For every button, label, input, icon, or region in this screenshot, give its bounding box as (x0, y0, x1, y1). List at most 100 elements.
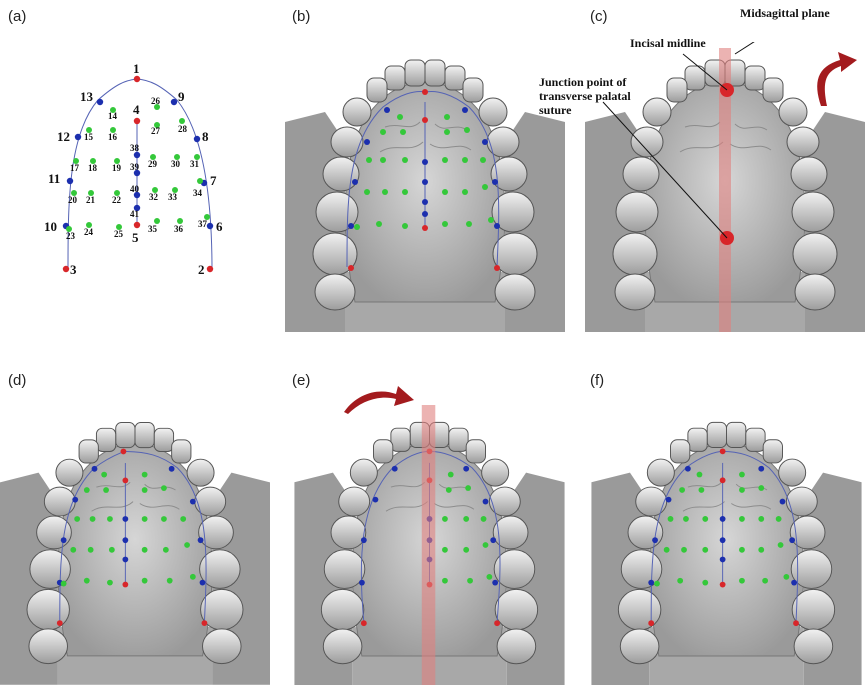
label-32: 32 (149, 192, 159, 202)
panel-label-e: (e) (292, 372, 311, 389)
landmark-23 (66, 226, 72, 232)
landmark-3 (62, 265, 70, 273)
annotation-midsagittal-plane: Midsagittal plane (740, 6, 830, 20)
landmark-29 (150, 154, 156, 160)
label-9: 9 (178, 89, 185, 104)
arch-curve (67, 78, 213, 271)
label-26: 26 (151, 96, 161, 106)
label-6: 6 (216, 219, 223, 234)
landmark-21 (88, 190, 94, 196)
panel-label-b: (b) (292, 8, 311, 25)
scan-panel-e (292, 405, 567, 685)
landmark-8 (193, 135, 201, 143)
label-25: 25 (114, 229, 124, 239)
landmark-32 (152, 187, 158, 193)
scan-panel-f (588, 405, 865, 685)
landmark-41 (133, 204, 141, 212)
landmark-26 (154, 104, 160, 110)
annotation-junction-line2: transverse palatal (539, 89, 631, 103)
label-14: 14 (108, 111, 118, 121)
label-40: 40 (130, 184, 140, 194)
landmark-11 (66, 177, 74, 185)
landmark-31 (194, 154, 200, 160)
scan-panel-c (585, 42, 865, 332)
pointer-midsagittal (734, 42, 755, 55)
landmark-28 (179, 118, 185, 124)
scan-panel-b (285, 42, 565, 332)
panel-label-c: (c) (590, 8, 608, 25)
landmark-4 (133, 117, 141, 125)
label-22: 22 (112, 195, 122, 205)
landmark-19 (114, 158, 120, 164)
label-18: 18 (88, 163, 98, 173)
label-36: 36 (174, 224, 184, 234)
label-34: 34 (193, 188, 203, 198)
label-8: 8 (202, 129, 209, 144)
landmark-9 (170, 98, 178, 106)
landmark-12 (74, 133, 82, 141)
label-23: 23 (66, 231, 76, 241)
annotation-junction-line1: Junction point of (539, 75, 627, 89)
landmark-16 (110, 127, 116, 133)
annotation-junction-line3: suture (539, 103, 572, 117)
label-35: 35 (148, 224, 158, 234)
landmark-27 (154, 122, 160, 128)
scan-panel-d (0, 405, 270, 685)
label-19: 19 (112, 163, 122, 173)
label-15: 15 (84, 132, 94, 142)
label-5: 5 (132, 230, 139, 245)
annotation-incisal-midline: Incisal midline (630, 36, 706, 50)
pointer-incisal (682, 53, 728, 91)
label-27: 27 (151, 126, 161, 136)
label-12: 12 (57, 129, 70, 144)
landmarks-b (348, 89, 500, 271)
label-39: 39 (130, 162, 140, 172)
label-1: 1 (133, 61, 140, 76)
label-20: 20 (68, 195, 78, 205)
landmark-35 (154, 218, 160, 224)
panel-label-a: (a) (8, 8, 27, 25)
landmark-schematic: 1 13 9 12 8 11 7 10 6 3 2 4 5 38 39 40 4… (44, 61, 223, 277)
label-2: 2 (198, 262, 205, 277)
landmark-25 (116, 224, 122, 230)
landmark-38 (133, 151, 141, 159)
landmark-13 (96, 98, 104, 106)
label-33: 33 (168, 192, 178, 202)
label-24: 24 (84, 227, 94, 237)
label-37: 37 (198, 219, 208, 229)
label-4: 4 (133, 102, 140, 117)
landmark-34 (197, 178, 203, 184)
landmark-33 (172, 187, 178, 193)
label-11: 11 (48, 171, 60, 186)
landmark-36 (177, 218, 183, 224)
label-30: 30 (171, 159, 181, 169)
label-29: 29 (148, 159, 158, 169)
rotate-arrow-e-icon (344, 386, 414, 414)
label-31: 31 (190, 159, 200, 169)
midsagittal-plane-c (719, 48, 731, 332)
label-16: 16 (108, 132, 118, 142)
label-38: 38 (130, 143, 140, 153)
label-3: 3 (70, 262, 77, 277)
label-7: 7 (210, 173, 217, 188)
landmark-37 (204, 214, 210, 220)
label-10: 10 (44, 219, 57, 234)
landmark-1 (133, 75, 141, 83)
landmark-18 (90, 158, 96, 164)
landmark-15 (86, 127, 92, 133)
landmark-24 (86, 222, 92, 228)
panel-label-d: (d) (8, 372, 27, 389)
label-28: 28 (178, 124, 188, 134)
landmark-5 (133, 221, 141, 229)
landmark-20 (71, 190, 77, 196)
landmark-14 (110, 107, 116, 113)
label-21: 21 (86, 195, 96, 205)
pointer-junction (602, 101, 728, 239)
landmark-22 (114, 190, 120, 196)
landmark-17 (73, 158, 79, 164)
rotate-arrow-icon (817, 52, 857, 106)
landmark-2 (206, 265, 214, 273)
label-13: 13 (80, 89, 94, 104)
label-17: 17 (70, 163, 80, 173)
midsagittal-plane-e (421, 405, 436, 685)
